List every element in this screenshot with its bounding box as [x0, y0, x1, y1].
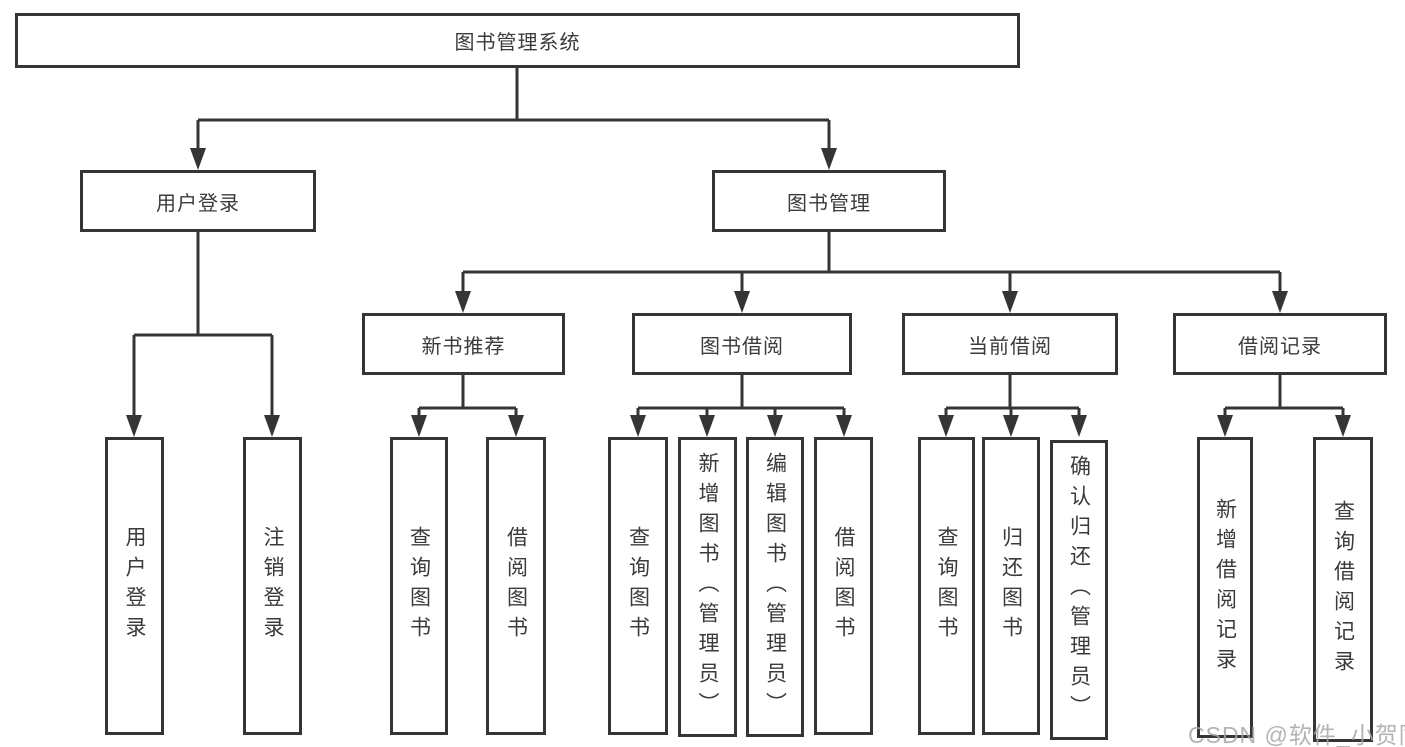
node-label: 图书管理 [787, 192, 871, 215]
node-label: 新书推荐 [421, 335, 506, 358]
node-label: 查询图书 [626, 526, 650, 646]
leaf-logout: 注销登录 [243, 437, 302, 735]
node-label: 当前借阅 [968, 335, 1052, 358]
leaf-edit-books-admin: 编辑图书（管理员） [746, 437, 804, 737]
node-user-login: 用户登录 [80, 170, 316, 232]
node-label: 查询借阅记录 [1331, 499, 1355, 680]
leaf-query-books-current: 查询图书 [918, 437, 975, 735]
node-label: 借阅图书 [832, 526, 855, 646]
node-book-management: 图书管理 [712, 170, 946, 232]
leaf-confirm-return-admin: 确认归还（管理员） [1050, 440, 1108, 740]
node-book-borrow: 图书借阅 [632, 313, 852, 375]
node-label: 注销登录 [261, 526, 284, 646]
node-borrow-records: 借阅记录 [1173, 313, 1387, 375]
node-label: 归还图书 [999, 526, 1023, 646]
node-label: 确认归还（管理员） [1067, 455, 1091, 725]
leaf-add-books-admin: 新增图书（管理员） [678, 437, 737, 737]
node-label: 图书借阅 [700, 335, 784, 358]
leaf-return-books: 归还图书 [982, 437, 1040, 735]
node-label: 编辑图书（管理员） [763, 452, 787, 722]
leaf-user-login: 用户登录 [105, 437, 164, 735]
node-label: 新增借阅记录 [1213, 497, 1237, 678]
connector-current-borrow-children [938, 375, 1087, 437]
node-label: 借阅记录 [1238, 335, 1322, 358]
connector-book-borrow-children [630, 375, 852, 437]
node-label: 用户登录 [123, 526, 146, 646]
node-current-borrow: 当前借阅 [902, 313, 1118, 375]
node-label: 查询图书 [935, 526, 958, 646]
leaf-borrow-books: 借阅图书 [814, 437, 873, 735]
connector-book-management-children [455, 232, 1288, 313]
leaf-query-borrow-record: 查询借阅记录 [1313, 437, 1373, 742]
node-label: 图书管理系统 [454, 32, 581, 54]
leaf-query-books-borrow: 查询图书 [608, 437, 668, 735]
connector-new-book-children [411, 375, 524, 437]
node-label: 查询图书 [407, 526, 431, 646]
node-new-book-recommend: 新书推荐 [362, 313, 565, 375]
leaf-add-borrow-record: 新增借阅记录 [1197, 437, 1253, 738]
connector-root-to-level2 [190, 68, 837, 170]
connector-user-login-children [126, 232, 280, 437]
node-label: 用户登录 [156, 192, 240, 215]
watermark: CSDN @软件_小贺同学 [1188, 722, 1405, 747]
node-label: 借阅图书 [504, 526, 528, 646]
connector-borrow-records-children [1217, 375, 1351, 437]
node-root: 图书管理系统 [15, 13, 1020, 68]
leaf-borrow-books-recommend: 借阅图书 [486, 437, 546, 735]
leaf-query-books-recommend: 查询图书 [390, 437, 448, 735]
node-label: 新增图书（管理员） [696, 452, 719, 722]
